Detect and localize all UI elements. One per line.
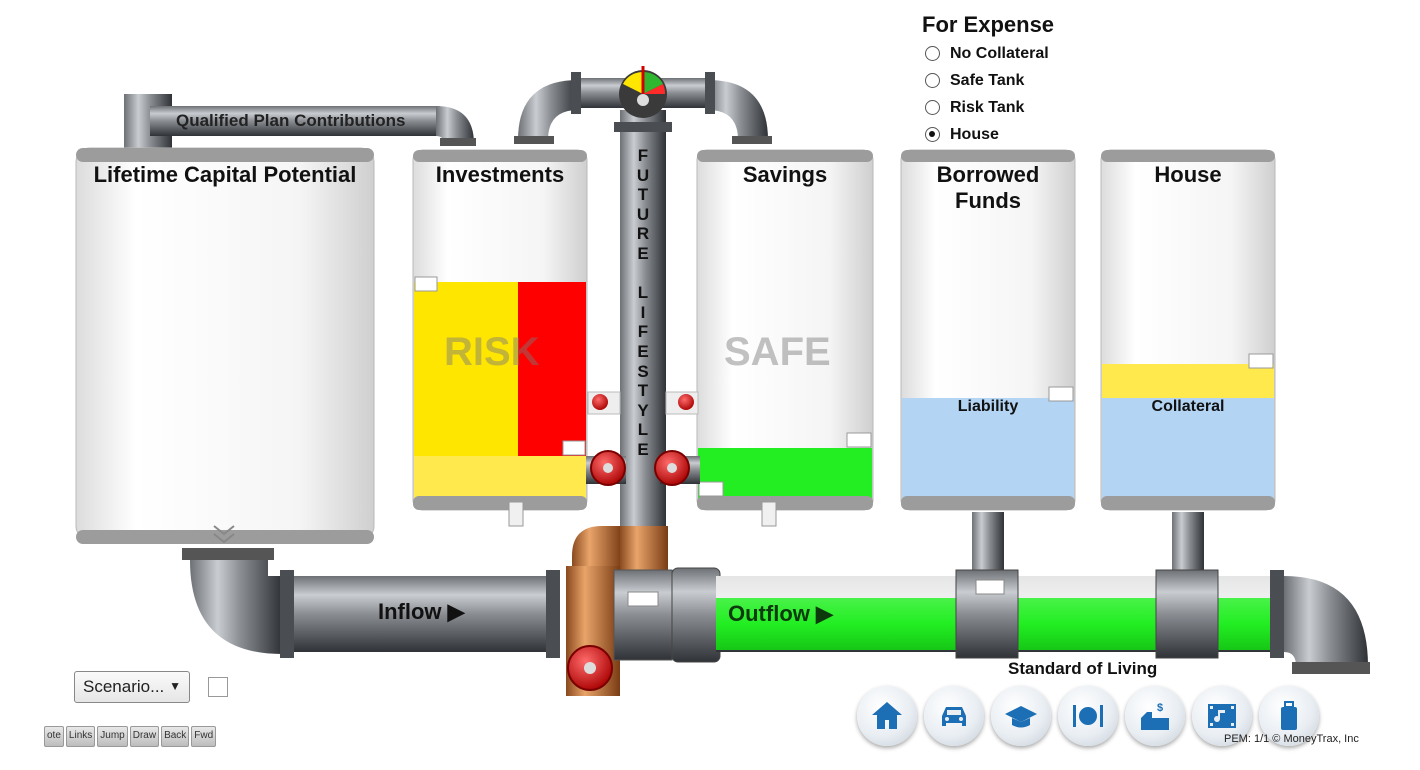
scenario-checkbox[interactable] bbox=[208, 677, 228, 697]
radio-label: Risk Tank bbox=[950, 98, 1025, 116]
future-lifestyle-letter bbox=[632, 264, 654, 284]
future-lifestyle-letter: T bbox=[637, 185, 649, 205]
scenario-select-value: Scenario... bbox=[83, 677, 165, 696]
safe-zone-label: SAFE bbox=[724, 330, 831, 374]
travel-button[interactable] bbox=[1259, 686, 1319, 746]
lifetime-tank bbox=[75, 147, 375, 544]
qualified-plan-pipe bbox=[150, 106, 440, 136]
radio-house[interactable]: House bbox=[922, 121, 1054, 148]
home-icon bbox=[872, 702, 902, 729]
standard-of-living-label: Standard of Living bbox=[1008, 659, 1158, 678]
home-button[interactable] bbox=[857, 686, 917, 746]
outflow-elbow bbox=[1284, 576, 1368, 666]
radio-circle[interactable] bbox=[925, 73, 940, 88]
radio-label: Safe Tank bbox=[950, 71, 1025, 89]
copyright-footer: PEM: 1/1 © MoneyTrax, Inc bbox=[1224, 733, 1359, 745]
future-lifestyle-letter: F bbox=[637, 322, 649, 342]
radio-circle[interactable] bbox=[925, 100, 940, 115]
dining-button[interactable] bbox=[1058, 686, 1118, 746]
future-lifestyle-letter: I bbox=[640, 302, 646, 322]
charity-button[interactable]: $ bbox=[1125, 686, 1185, 746]
investments-tank-title: Investments bbox=[435, 162, 565, 187]
future-lifestyle-letter: E bbox=[637, 341, 649, 361]
inflow-elbow bbox=[190, 560, 282, 654]
future-lifestyle-letter: U bbox=[636, 165, 650, 185]
toolbar-note-button[interactable]: ote bbox=[44, 726, 64, 747]
qualified-plan-label: Qualified Plan Contributions bbox=[176, 111, 406, 130]
dining-icon bbox=[1073, 705, 1103, 727]
scenario-select[interactable]: Scenario... ▼ bbox=[74, 671, 190, 703]
luggage-icon bbox=[1281, 701, 1297, 730]
future-lifestyle-letter: E bbox=[637, 243, 649, 263]
inflow-label: Inflow ▶ bbox=[378, 599, 465, 624]
entertainment-button[interactable] bbox=[1192, 686, 1252, 746]
music-film-icon bbox=[1208, 704, 1236, 728]
radio-label: No Collateral bbox=[950, 44, 1049, 62]
toolbar-fwd-button[interactable]: Fwd bbox=[191, 726, 217, 747]
for-expense-group: For Expense No Collateral Safe Tank Risk… bbox=[922, 12, 1054, 148]
radio-no-collateral[interactable]: No Collateral bbox=[922, 40, 1054, 67]
toolbar-links-button[interactable]: Links bbox=[65, 726, 96, 747]
future-lifestyle-letter: U bbox=[636, 204, 650, 224]
future-lifestyle-letter: S bbox=[637, 361, 649, 381]
house-tank bbox=[1100, 149, 1276, 576]
toolbar-back-button[interactable]: Back bbox=[161, 726, 190, 747]
radio-circle-selected[interactable] bbox=[925, 127, 940, 142]
borrowed-tank-title: Borrowed Funds bbox=[936, 162, 1040, 213]
svg-text:$: $ bbox=[1157, 702, 1163, 714]
car-button[interactable] bbox=[924, 686, 984, 746]
lifetime-tank-title: Lifetime Capital Potential bbox=[93, 162, 357, 187]
savings-tank-title: Savings bbox=[742, 162, 828, 187]
collateral-label: Collateral bbox=[1151, 398, 1225, 415]
graduation-cap-icon bbox=[1005, 706, 1037, 728]
future-lifestyle-letter: T bbox=[637, 381, 649, 401]
borrowed-tank bbox=[900, 149, 1076, 576]
future-lifestyle-letter: L bbox=[637, 283, 649, 303]
house-tank-title: House bbox=[1154, 162, 1222, 187]
radio-risk-tank[interactable]: Risk Tank bbox=[922, 94, 1054, 121]
risk-zone-label: RISK bbox=[444, 330, 540, 374]
investments-tank bbox=[412, 149, 588, 527]
charity-icon: $ bbox=[1141, 702, 1169, 730]
right-valve-icon bbox=[654, 450, 700, 486]
savings-tank bbox=[696, 149, 874, 527]
outflow-label: Outflow ▶ bbox=[728, 601, 833, 626]
chevron-down-icon: ▼ bbox=[169, 679, 181, 693]
bottom-valve-icon bbox=[567, 645, 613, 691]
radio-label: House bbox=[950, 125, 999, 143]
inflow-pipe bbox=[280, 576, 560, 652]
radio-circle[interactable] bbox=[925, 46, 940, 61]
left-valve-icon bbox=[586, 450, 626, 486]
gauge-icon bbox=[619, 66, 667, 118]
future-lifestyle-letter: E bbox=[637, 439, 649, 459]
toolbar-draw-button[interactable]: Draw bbox=[129, 726, 160, 747]
future-lifestyle-letter: L bbox=[637, 420, 649, 440]
future-lifestyle-letter: Y bbox=[637, 400, 649, 420]
car-icon bbox=[942, 707, 966, 726]
for-expense-title: For Expense bbox=[922, 12, 1055, 37]
toolbar: ote Links Jump Draw Back Fwd bbox=[44, 726, 217, 747]
future-lifestyle-letter: F bbox=[637, 146, 649, 165]
toolbar-jump-button[interactable]: Jump bbox=[97, 726, 128, 747]
future-lifestyle-letter: R bbox=[636, 224, 650, 244]
liability-label: Liability bbox=[957, 398, 1019, 415]
education-button[interactable] bbox=[991, 686, 1051, 746]
radio-safe-tank[interactable]: Safe Tank bbox=[922, 67, 1054, 94]
side-connector-pipes bbox=[587, 391, 699, 415]
